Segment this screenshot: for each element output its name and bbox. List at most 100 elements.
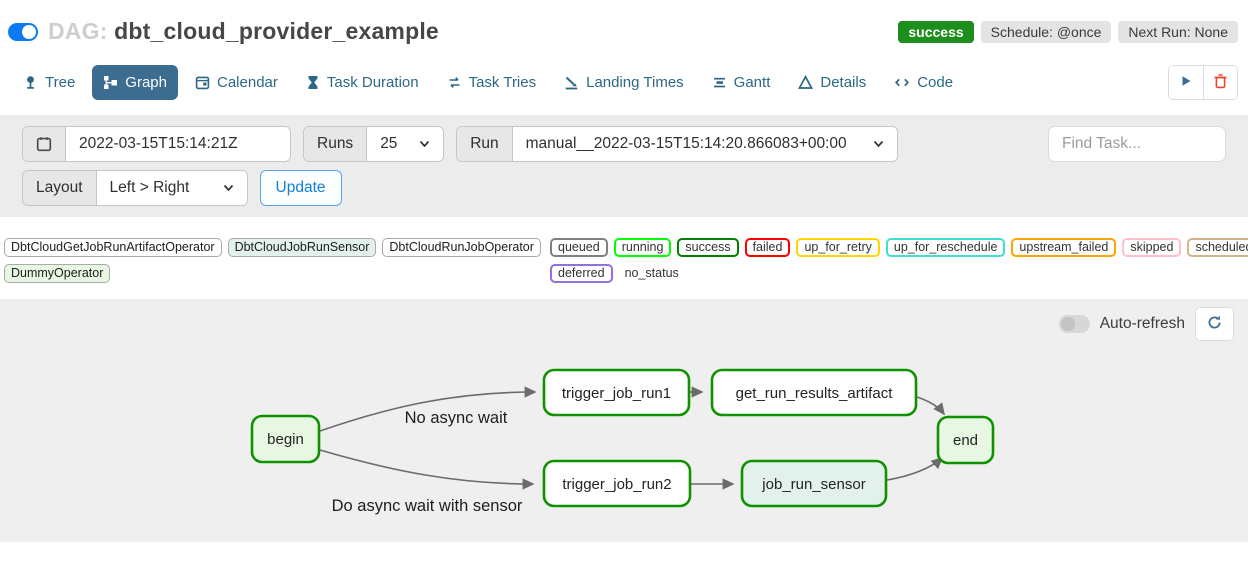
update-button[interactable]: Update (259, 170, 342, 206)
graph-panel: Auto-refresh No async wait Do async wait… (0, 299, 1248, 542)
tab-label: Gantt (733, 74, 771, 91)
next-run-badge: Next Run: None (1118, 20, 1238, 43)
run-selected-value: manual__2022-03-15T15:14:20.866083+00:00 (525, 135, 847, 152)
tab-task-duration[interactable]: Task Duration (295, 65, 430, 100)
page-title: DAG: dbt_cloud_provider_example (48, 18, 439, 45)
code-icon (894, 75, 910, 90)
svg-text:begin: begin (267, 431, 304, 448)
tab-details[interactable]: Details (787, 65, 877, 100)
task-node-job-run-sensor[interactable]: job_run_sensor (740, 459, 888, 508)
status-legend-row: queued running success failed up_for_ret… (550, 238, 1248, 257)
tab-label: Task Duration (326, 74, 419, 91)
run-label: Run (457, 127, 513, 161)
toggle-knob (1060, 317, 1075, 331)
graph-controls: Auto-refresh (1058, 307, 1234, 341)
tab-label: Landing Times (586, 74, 684, 91)
svg-text:trigger_job_run2: trigger_job_run2 (562, 476, 671, 493)
layout-group: Layout Left > Right (22, 170, 248, 206)
tab-label: Tree (45, 74, 76, 91)
chevron-down-icon (419, 135, 430, 153)
tab-gantt[interactable]: Gantt (701, 65, 782, 100)
tab-label: Code (917, 74, 954, 91)
num-runs-select[interactable]: 25 (367, 127, 444, 161)
status-legend-badge[interactable]: scheduled (1187, 238, 1248, 257)
chevron-down-icon (873, 135, 884, 153)
refresh-button[interactable] (1195, 307, 1234, 341)
tab-label: Task Tries (468, 74, 537, 91)
tab-graph[interactable]: Graph (92, 65, 178, 100)
operator-badge: DbtCloudRunJobOperator (382, 238, 541, 257)
graph-icon (103, 75, 118, 90)
calendar-addon-icon[interactable] (23, 127, 66, 161)
svg-text:trigger_job_run1: trigger_job_run1 (562, 385, 671, 402)
filter-row-2: Layout Left > Right Update (22, 170, 1226, 206)
runs-selected-value: 25 (380, 135, 398, 152)
tab-task-tries[interactable]: Task Tries (436, 65, 548, 100)
status-legend-badge[interactable]: skipped (1122, 238, 1182, 257)
task-node-end[interactable]: end (936, 415, 995, 465)
dag-pause-toggle[interactable] (8, 22, 38, 41)
edge-begin-trigger1 (319, 386, 537, 432)
trigger-dag-button[interactable] (1169, 66, 1203, 99)
edge-begin-trigger2 (319, 449, 535, 490)
operator-badge: DummyOperator (4, 264, 111, 283)
status-legend-badge[interactable]: running (613, 238, 672, 257)
tab-calendar[interactable]: Calendar (184, 65, 289, 100)
header-badges: success Schedule: @once Next Run: None (898, 20, 1238, 43)
task-node-get-run-results-artifact[interactable]: get_run_results_artifact (710, 368, 918, 417)
filter-row-1: Runs 25 Run manual__2022-03-15T15:14:20.… (22, 126, 1226, 162)
toggle-knob (22, 24, 36, 39)
chevron-down-icon (223, 179, 234, 197)
status-legend-row: deferred no_status (550, 264, 1248, 283)
view-tabs: Tree Graph Calendar Task Duration Task T… (0, 51, 1248, 100)
task-node-trigger-job-run1[interactable]: trigger_job_run1 (542, 368, 691, 417)
tab-code[interactable]: Code (883, 65, 964, 100)
delete-dag-button[interactable] (1203, 66, 1237, 99)
dag-graph: No async wait Do async wait with sensor … (250, 368, 995, 515)
refresh-icon (1206, 314, 1223, 334)
status-legend-badge[interactable]: queued (550, 238, 608, 257)
auto-refresh-toggle[interactable] (1058, 315, 1090, 333)
status-legend-badge[interactable]: success (677, 238, 739, 257)
task-node-begin[interactable]: begin (250, 414, 321, 464)
legend: DbtCloudGetJobRunArtifactOperator DbtClo… (0, 217, 1248, 283)
tab-tree[interactable]: Tree (12, 65, 86, 100)
status-legend-badge[interactable]: no_status (624, 266, 679, 280)
tab-label: Calendar (217, 74, 278, 91)
tab-label: Details (820, 74, 867, 91)
base-date-input[interactable] (66, 127, 290, 161)
status-legend-badge[interactable]: up_for_retry (796, 238, 880, 257)
play-icon (1179, 74, 1193, 91)
find-task-input[interactable] (1048, 126, 1226, 162)
repeat-icon (447, 75, 462, 90)
run-select[interactable]: manual__2022-03-15T15:14:20.866083+00:00 (512, 127, 897, 161)
plane-landing-icon (564, 75, 579, 90)
edge-artifact-end (916, 396, 945, 416)
status-legend: queued running success failed up_for_ret… (550, 238, 1248, 283)
dag-header: DAG: dbt_cloud_provider_example success … (0, 0, 1248, 51)
trash-icon (1213, 73, 1228, 92)
svg-text:job_run_sensor: job_run_sensor (761, 476, 865, 493)
schedule-badge[interactable]: Schedule: @once (980, 20, 1112, 43)
status-legend-badge[interactable]: up_for_reschedule (885, 238, 1006, 257)
status-legend-badge[interactable]: deferred (550, 264, 613, 283)
status-legend-badge[interactable]: upstream_failed (1011, 238, 1117, 257)
operator-legend: DbtCloudGetJobRunArtifactOperator DbtClo… (4, 238, 550, 283)
filter-bar: Runs 25 Run manual__2022-03-15T15:14:20.… (0, 115, 1248, 217)
layout-select[interactable]: Left > Right (96, 171, 247, 205)
layout-label: Layout (23, 171, 97, 205)
task-node-trigger-job-run2[interactable]: trigger_job_run2 (542, 459, 692, 508)
operator-badge: DbtCloudGetJobRunArtifactOperator (4, 238, 222, 257)
tab-landing-times[interactable]: Landing Times (553, 65, 695, 100)
status-badge: success (898, 20, 974, 43)
base-date-group (22, 126, 291, 162)
calendar-icon (195, 75, 210, 90)
run-select-group: Run manual__2022-03-15T15:14:20.866083+0… (456, 126, 898, 162)
hourglass-icon (306, 75, 320, 90)
airflow-dag-page: DAG: dbt_cloud_provider_example success … (0, 0, 1248, 542)
status-legend-badge[interactable]: failed (744, 238, 791, 257)
edge-label-async-sensor: Do async wait with sensor (332, 497, 523, 515)
operator-badge: DbtCloudJobRunSensor (227, 238, 377, 257)
tab-label: Graph (125, 74, 167, 91)
operator-legend-row: DummyOperator (4, 264, 550, 283)
